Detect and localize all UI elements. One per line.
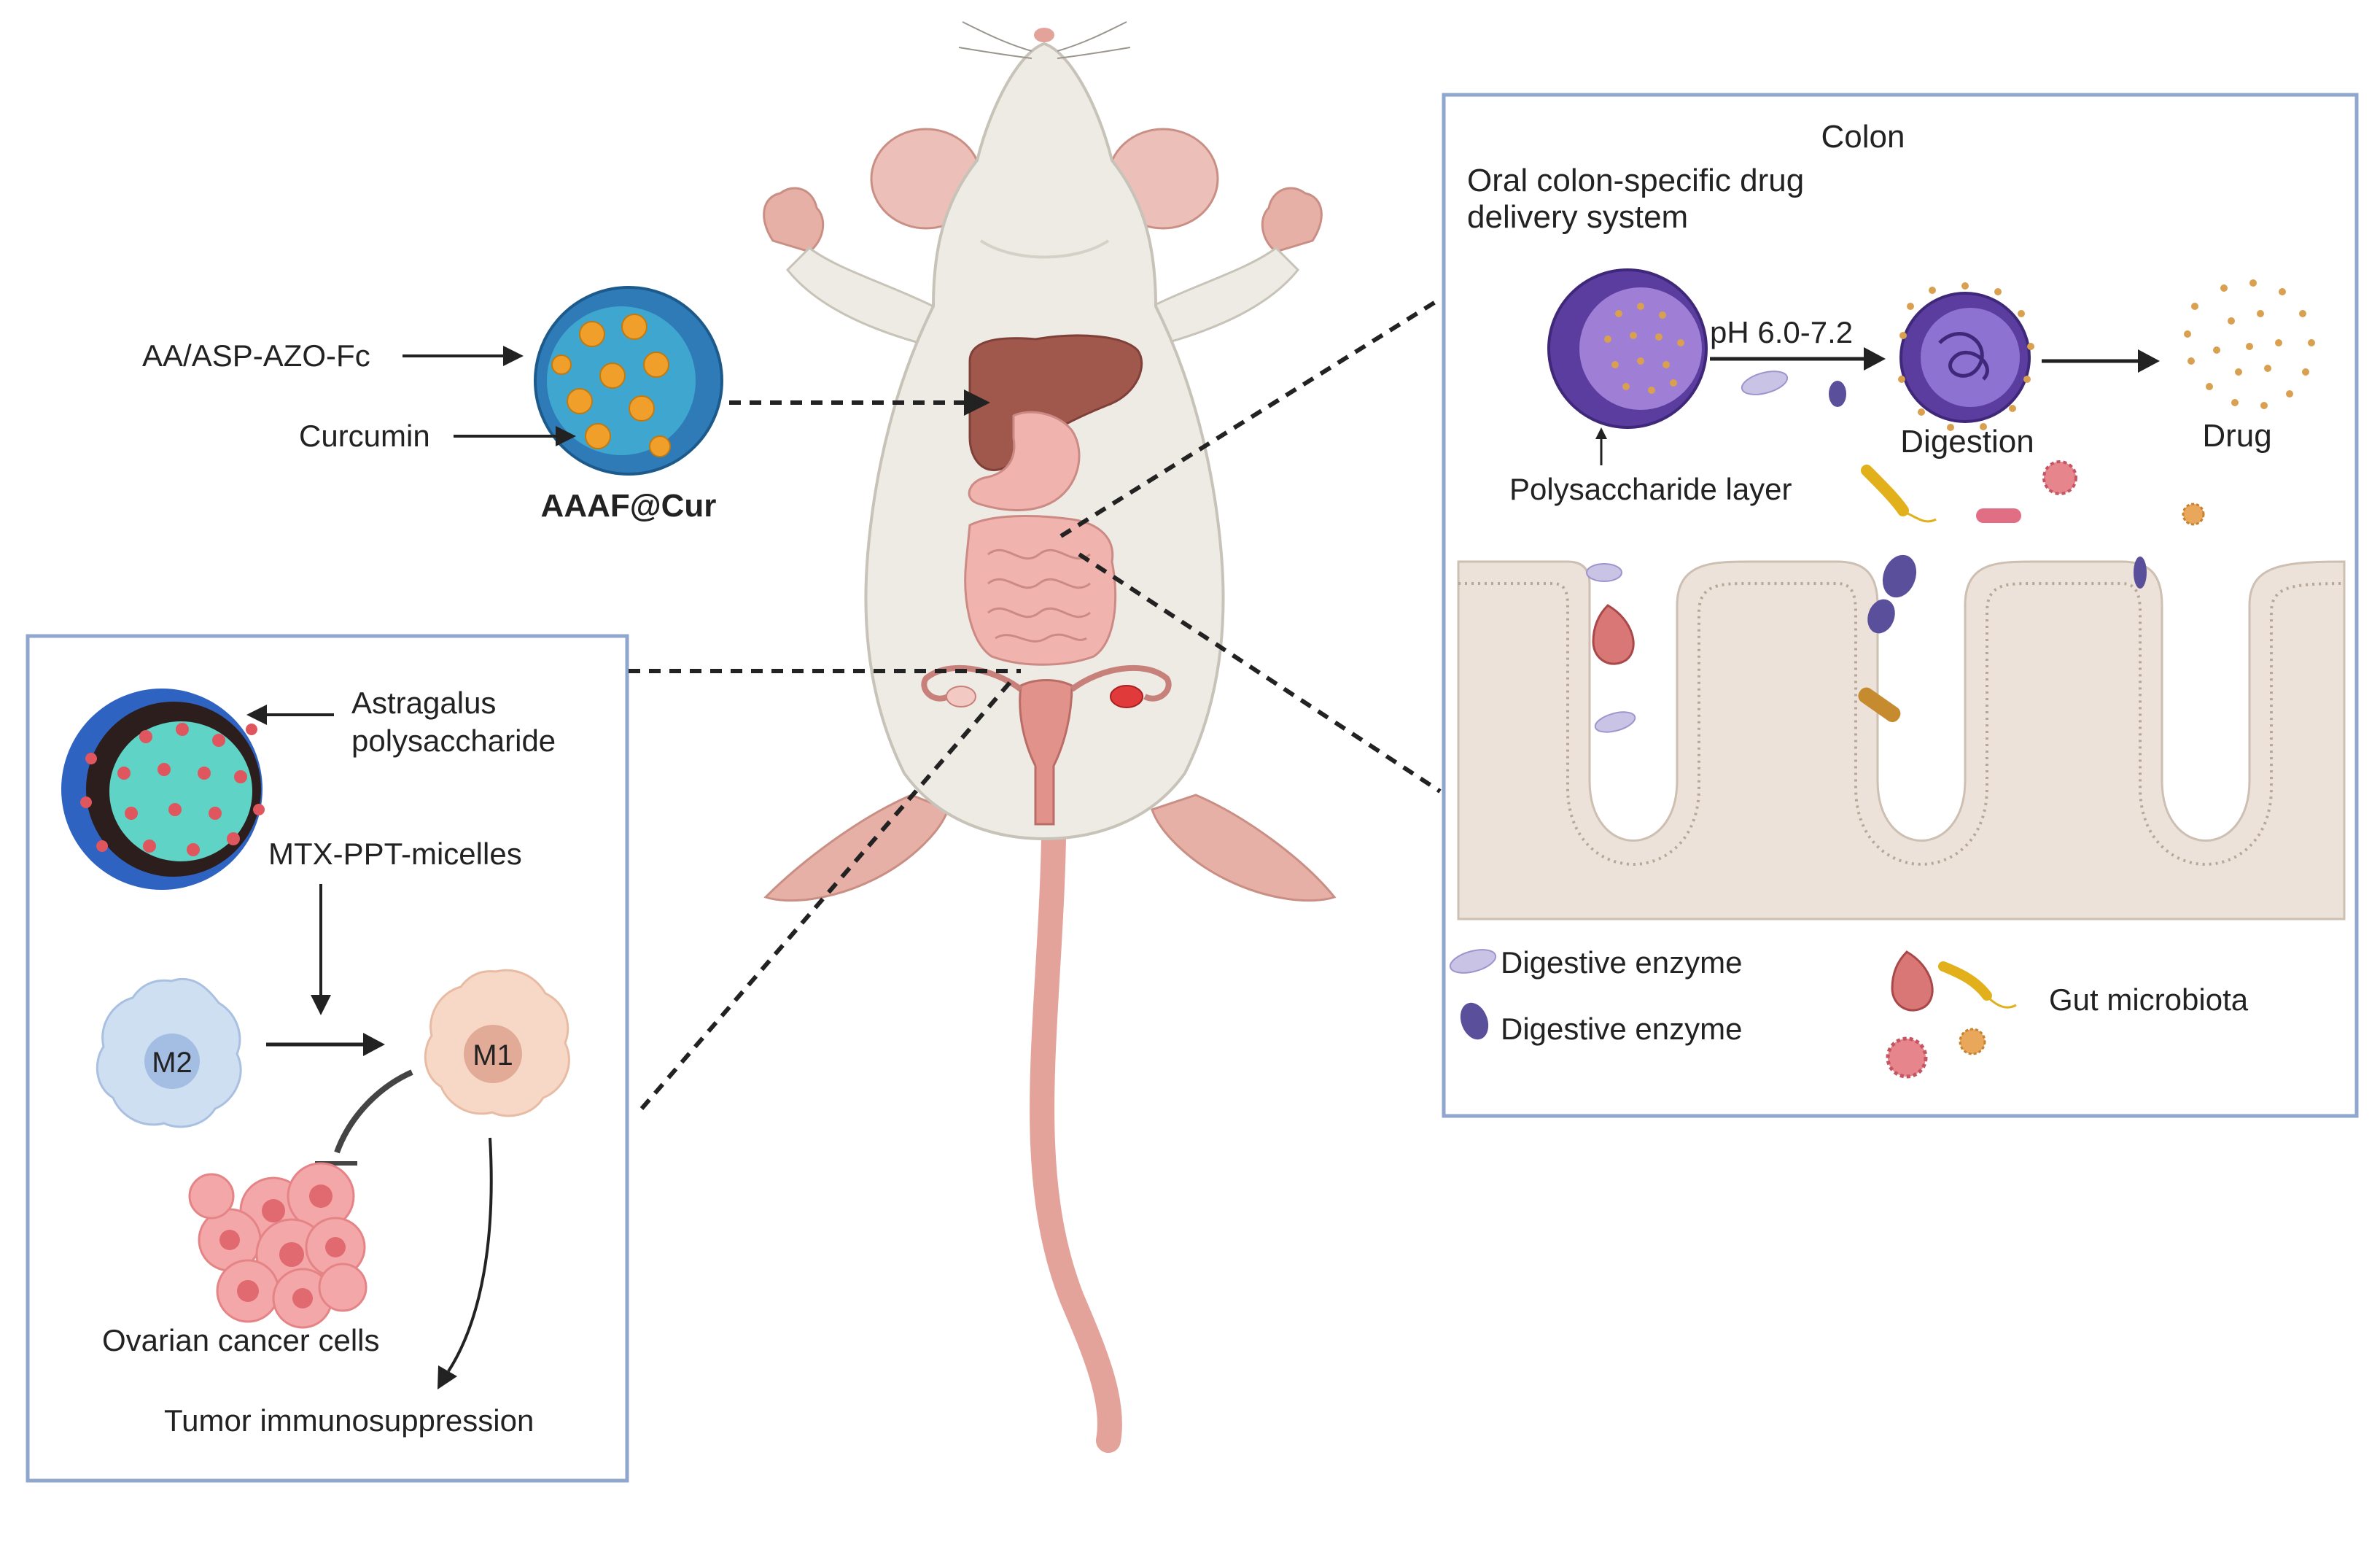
uterus — [1019, 679, 1073, 826]
legend-microbe-spiky-icon — [1886, 1036, 1928, 1079]
m2-macrophage: M2 — [96, 977, 242, 1128]
ovarian-cancer-cell-cluster — [188, 1162, 368, 1329]
colon-villi-wall — [1457, 560, 2346, 920]
microbe-pink-teardrop — [1592, 604, 1635, 665]
label-aaaf-cur: AAAF@Cur — [541, 488, 717, 524]
label-drug: Drug — [2202, 418, 2271, 454]
intestine-coils — [987, 548, 1091, 643]
released-drug-dots — [2184, 279, 2315, 409]
rod-bacterium-orange — [1858, 687, 1901, 723]
legend-enzyme-light-icon — [1449, 949, 1497, 974]
arrowhead-digestion-to-drug — [2138, 349, 2160, 373]
legend-digestive-enzyme-dark: Digestive enzyme — [1501, 1012, 1742, 1046]
arrowhead-immunosuppression — [438, 1365, 457, 1389]
mouse-nose — [1034, 28, 1054, 42]
mouse-left-hind-foot — [763, 794, 949, 902]
legend-digestive-enzyme-light: Digestive enzyme — [1501, 945, 1742, 980]
mouse-whiskers — [958, 21, 1131, 59]
mtx-ppt-micelle — [61, 689, 265, 890]
dashed-connector-left-panel-bottom — [639, 677, 1016, 1110]
digestive-enzyme-dark-floating — [1829, 381, 1846, 407]
mouse-right-arm — [1151, 247, 1300, 344]
mouse-left-front-paw — [763, 187, 825, 253]
intestines — [964, 514, 1117, 666]
legend-microbe-orange-icon — [1959, 1028, 1986, 1055]
mouse-illustration — [763, 21, 1337, 1453]
enzyme-dark-1 — [1882, 554, 1917, 598]
m1-macrophage: M1 — [424, 969, 570, 1117]
left-panel-ovarian — [26, 634, 629, 1483]
label-oral-line1: Oral colon-specific drug — [1467, 163, 1804, 198]
label-m2: M2 — [152, 1047, 192, 1079]
legend-enzyme-dark-icon — [1460, 1002, 1489, 1040]
micelle-drug-dots — [80, 723, 265, 856]
dashed-connector-right-panel-top — [1059, 297, 1442, 538]
curcumin-particles — [551, 314, 671, 457]
right-panel-colon — [1442, 93, 2359, 1118]
arrowhead-astragalus — [246, 705, 267, 725]
label-astragalus-line1: Astragalus — [351, 686, 496, 720]
label-oral-line2: delivery system — [1467, 199, 1688, 235]
mouse-tail — [1030, 826, 1122, 1453]
mouse-left-arm — [785, 247, 935, 344]
right-fallopian-tube — [1070, 664, 1172, 702]
colon-tissue — [1457, 560, 2346, 920]
left-ovary — [946, 686, 976, 707]
label-ovarian-cancer-cells: Ovarian cancer cells — [102, 1323, 379, 1357]
arrowhead-micelles-down — [311, 995, 331, 1015]
mouse-neck-fold — [979, 239, 1110, 259]
rod-bacterium-pink — [1976, 508, 2021, 523]
spiky-microbe-pink — [2042, 460, 2077, 495]
label-m1: M1 — [472, 1039, 513, 1071]
label-colon: Colon — [1821, 119, 1905, 155]
label-ph-range: pH 6.0-7.2 — [1710, 315, 1853, 349]
label-tumor-immunosuppression: Tumor immunosuppression — [164, 1403, 534, 1438]
intact-delivery-particle — [1547, 268, 1708, 429]
enzyme-dark-2 — [1867, 599, 1895, 634]
aaaf-cur-nanoparticle — [534, 286, 723, 476]
left-fallopian-tube — [921, 664, 1023, 702]
enzyme-dark-3 — [2134, 557, 2147, 589]
arrow-m1-to-immunosuppression — [447, 1137, 493, 1373]
m2-nucleus — [144, 1034, 200, 1089]
legend: Digestive enzyme Digestive enzyme Gut mi… — [1449, 945, 2249, 1079]
inhibition-arrow-m1-to-cancer — [334, 1069, 413, 1154]
arrowhead-ph — [1864, 347, 1886, 371]
spiky-microbe-orange — [2182, 503, 2205, 526]
micelle-core — [109, 721, 252, 861]
label-digestion: Digestion — [1900, 424, 2034, 460]
dashed-connector-right-panel-bottom — [1078, 552, 1442, 794]
legend-microbe-teardrop-icon — [1891, 950, 1934, 1012]
rod-bacterium-yellow — [1861, 465, 1909, 516]
digestive-enzyme-light-floating — [1741, 371, 1789, 395]
legend-microbe-rod-icon — [1938, 961, 1992, 1001]
bacterium-flagellum — [1904, 511, 1937, 523]
digesting-particle — [1898, 282, 2034, 431]
stomach — [968, 411, 1081, 511]
right-ovary-tumor — [1110, 685, 1143, 708]
label-polysaccharide-layer: Polysaccharide layer — [1509, 472, 1792, 506]
mouse-right-hind-foot — [1151, 794, 1337, 902]
legend-microbe-flagellum — [1987, 996, 2017, 1009]
arrowhead-curcumin — [556, 426, 576, 446]
enzyme-light-1 — [1586, 563, 1622, 582]
arrowhead-aa-asp-azo-fc — [503, 346, 524, 366]
label-curcumin: Curcumin — [299, 419, 430, 453]
legend-gut-microbiota: Gut microbiota — [2049, 982, 2249, 1017]
arrowhead-m2-to-m1 — [363, 1033, 385, 1056]
label-astragalus-line2: polysaccharide — [351, 724, 556, 758]
arrowhead-to-liver — [964, 389, 990, 416]
enzyme-light-2 — [1594, 711, 1636, 733]
mouse-right-front-paw — [1261, 187, 1323, 253]
label-aa-asp-azo-fc: AA/ASP-AZO-Fc — [142, 338, 370, 373]
arrowhead-polysaccharide-layer — [1595, 427, 1607, 439]
label-mtx-ppt-micelles: MTX-PPT-micelles — [268, 837, 522, 871]
m1-nucleus — [464, 1025, 522, 1083]
